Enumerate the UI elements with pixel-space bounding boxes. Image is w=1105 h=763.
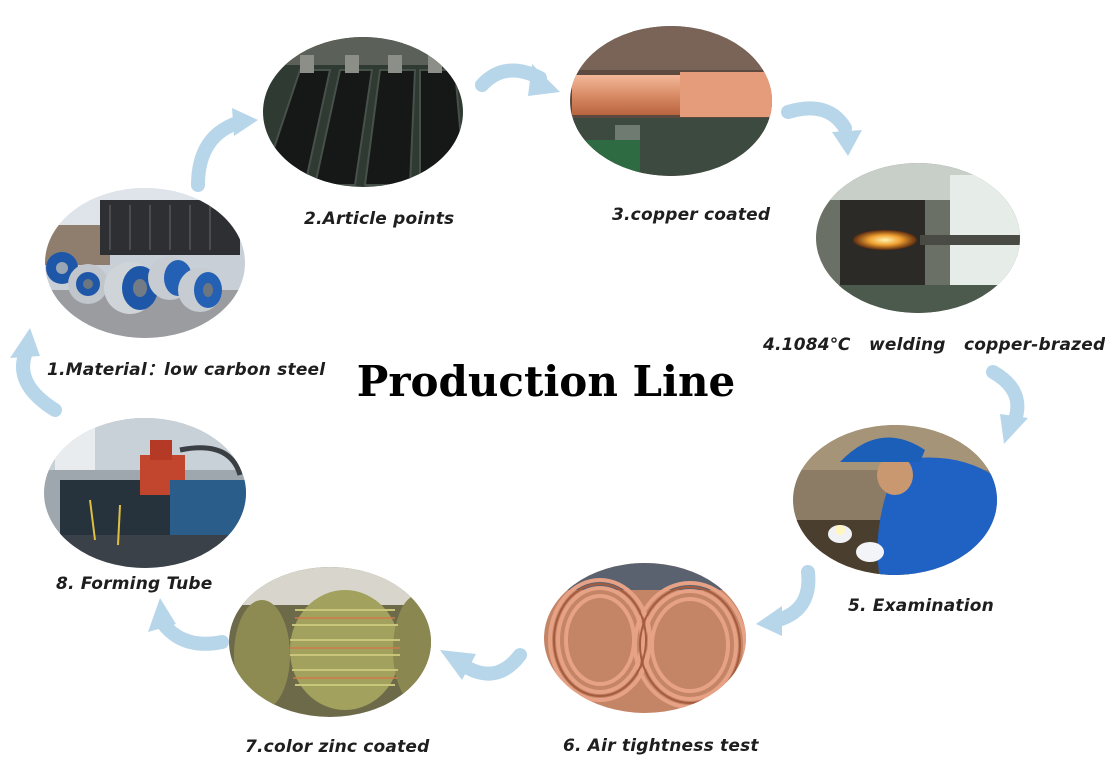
flow-arrows [10, 63, 1028, 681]
step-7-label: 7.color zinc coated [245, 737, 430, 757]
step-2-label: 2.Article points [304, 209, 455, 229]
arrow-6-to-7-icon [440, 648, 527, 681]
steel-strips-photo-icon [263, 37, 463, 187]
tube-bender-photo-icon [44, 418, 246, 568]
step-3-label: 3.copper coated [612, 205, 771, 225]
diagram-title: Production Line [356, 357, 736, 406]
step-6-label: 6. Air tightness test [563, 736, 759, 756]
arrow-8-to-1-icon [10, 328, 62, 417]
zinc-coils-photo-icon [229, 567, 431, 717]
step-1-label: 1.Material：low carbon steel [47, 360, 326, 380]
step-4-label: 4.1084℃ welding copper-brazed [763, 335, 1105, 355]
step-5-label: 5. Examination [848, 596, 994, 616]
step-8-label: 8. Forming Tube [56, 574, 213, 594]
arrow-5-to-6-icon [756, 565, 816, 636]
arrow-2-to-3-icon [475, 63, 560, 96]
copper-coils-photo-icon [544, 563, 746, 713]
steel-coils-photo-icon [45, 188, 245, 338]
arrow-7-to-8-icon [148, 598, 229, 651]
arrow-1-to-2-icon [191, 108, 258, 192]
furnace-photo-icon [816, 163, 1020, 313]
copper-roll-photo-icon [570, 26, 772, 176]
worker-inspection-photo-icon [793, 425, 997, 575]
arrow-3-to-4-icon [781, 101, 862, 156]
arrow-4-to-5-icon [986, 365, 1028, 444]
